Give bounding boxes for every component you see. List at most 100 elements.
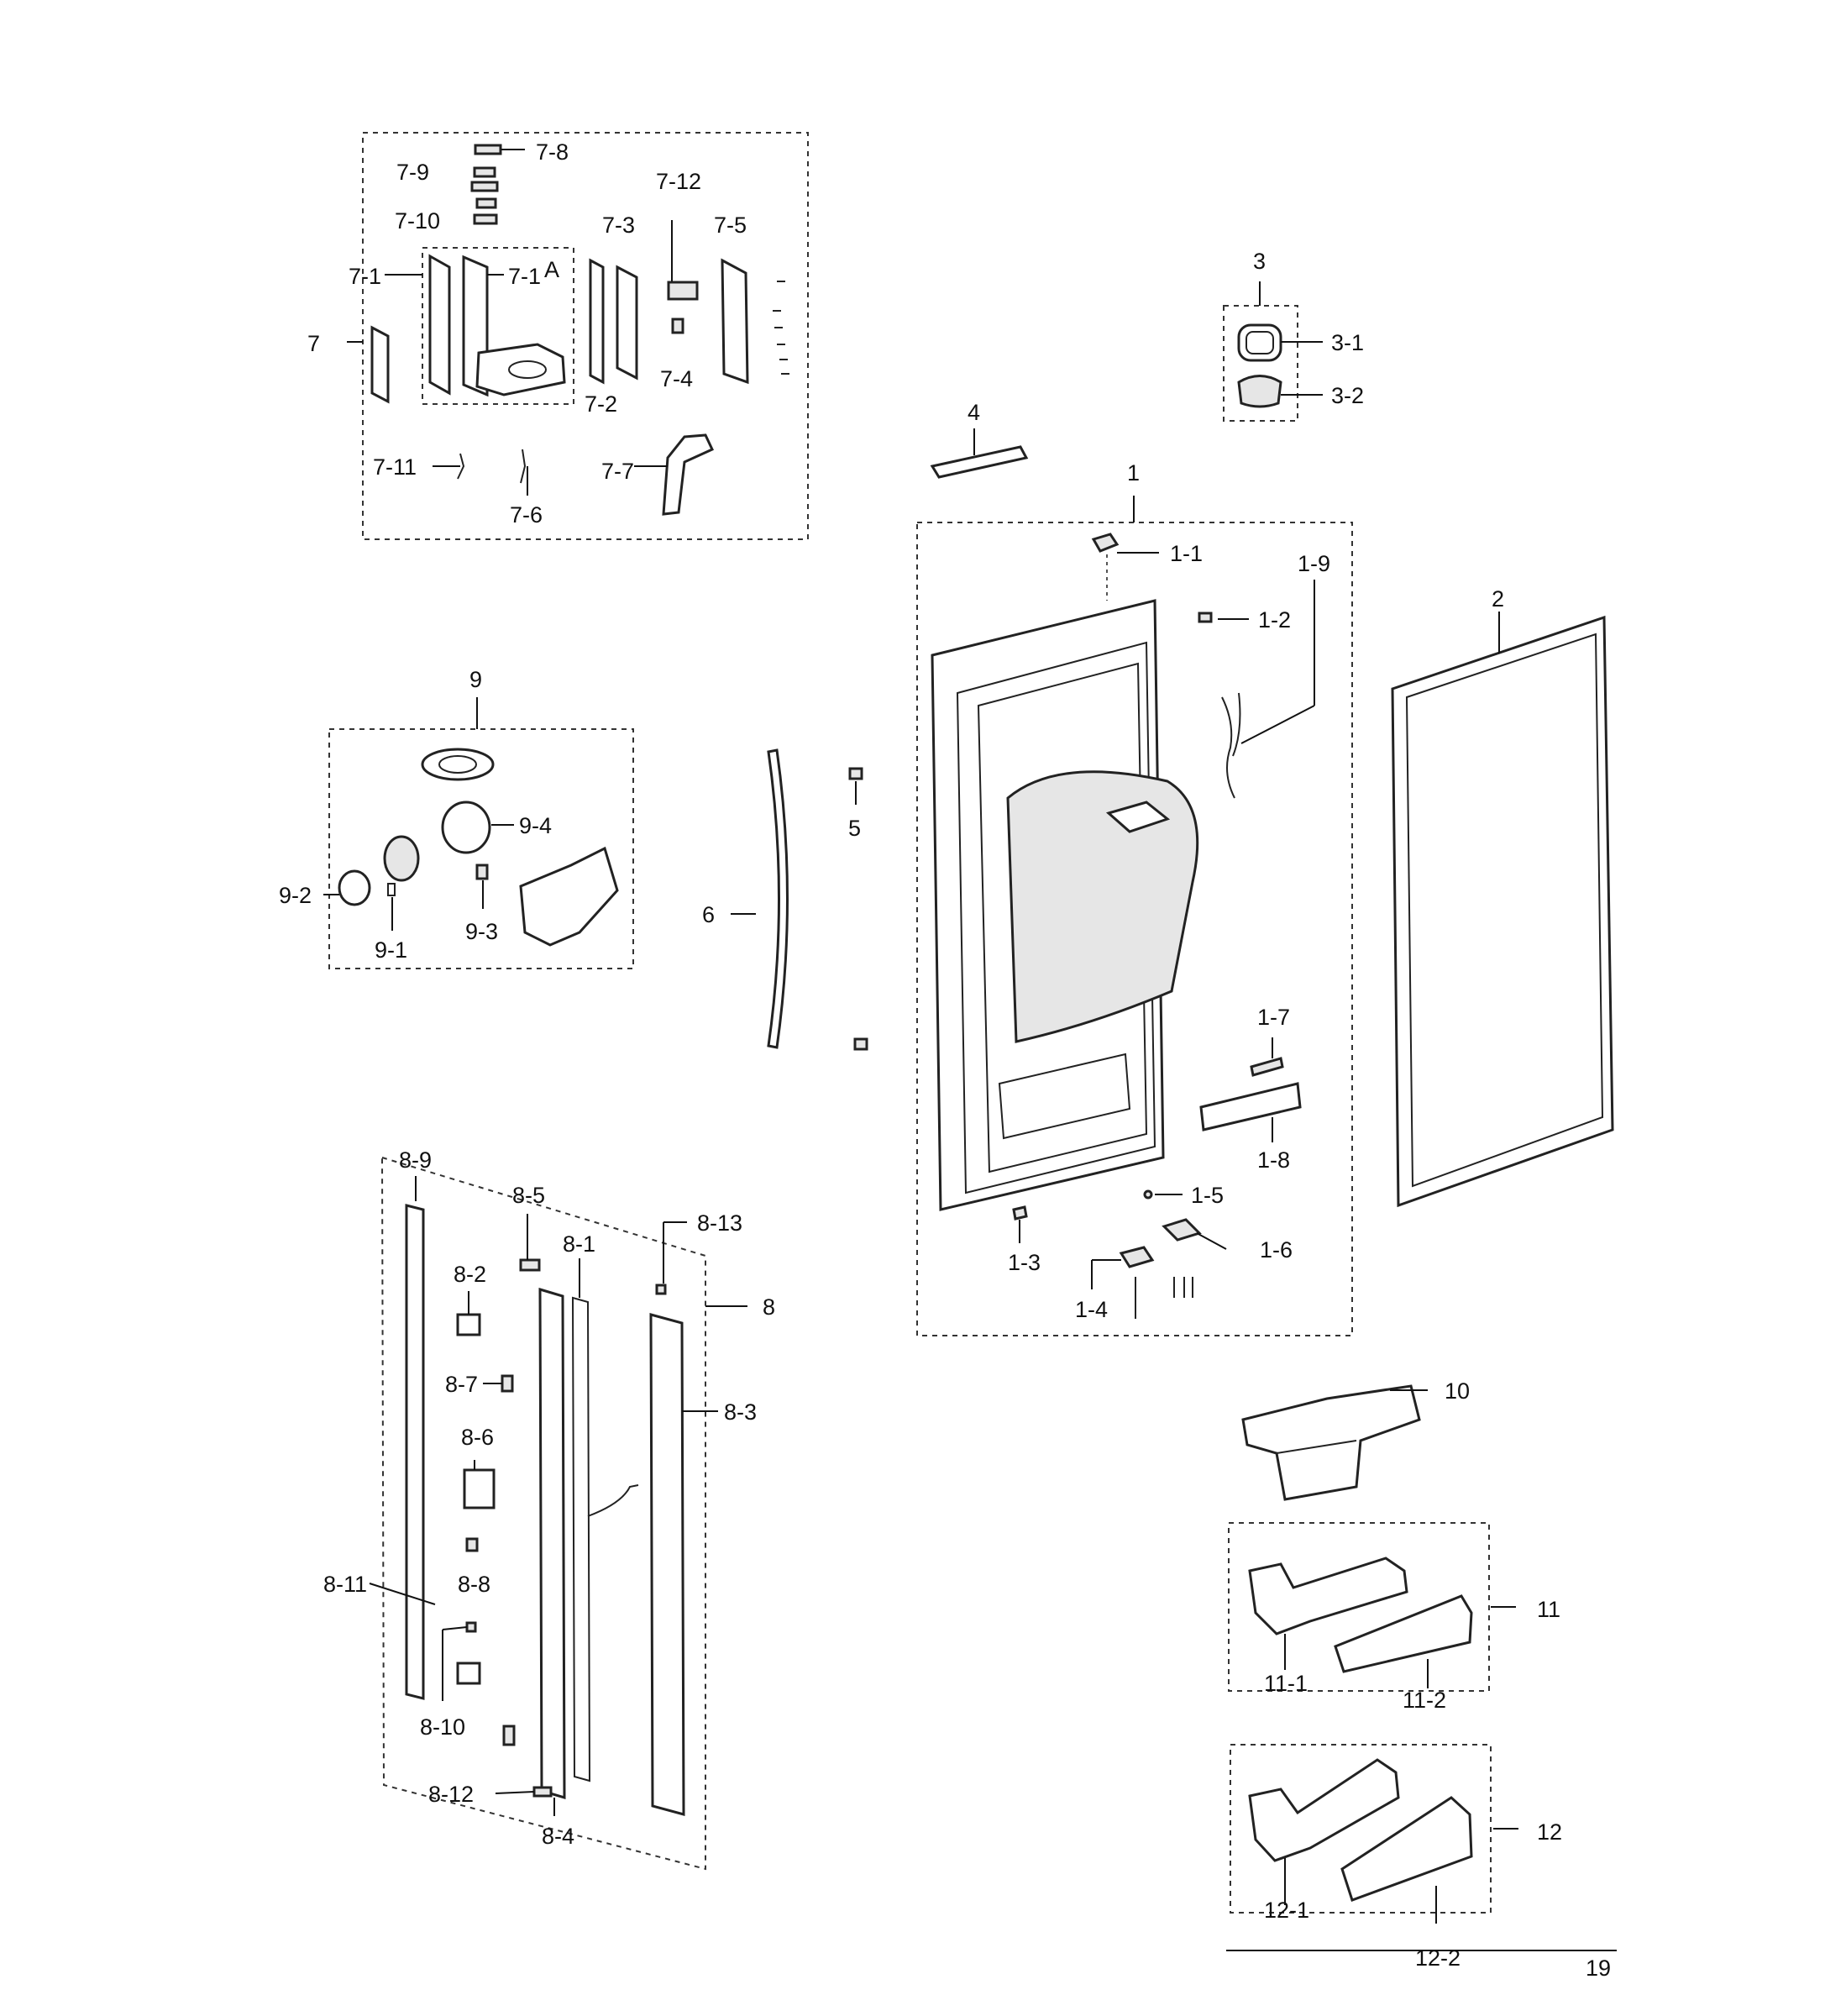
part-7-9-shape [473,166,496,178]
page-number: 19 [1586,1956,1611,1981]
group-8: 8-9 8-5 8-13 8-1 8-2 8 8-7 8-3 8-6 8-8 8… [323,1147,775,1871]
page-footer: 19 [1226,1950,1617,1981]
part-7-shape [370,325,390,404]
part-4-shape [930,445,1029,479]
label-7-1a-suffix: A [544,257,559,282]
part-7-2-shape [589,258,605,385]
label-9-4: 9-4 [519,813,552,838]
label-10: 10 [1445,1378,1470,1404]
part-8-2b-shape [456,1662,481,1685]
part-11-1-shape [1248,1557,1408,1635]
part-2-outer-shape [1391,615,1614,1208]
part-2-inner-shape [1405,633,1604,1188]
label-11: 11 [1537,1597,1560,1622]
group-10: 10 [1241,1378,1470,1501]
group-7: 7-8 7-9 7-10 7-12 7-3 7-5 7-1 7-1 A 7 7-… [307,132,809,540]
part-9-disc-shape [383,835,420,882]
label-6: 6 [702,902,715,927]
part-7-1a-hole-shape [508,360,547,379]
dispenser-chute-shape [1105,801,1171,833]
part-7-10-shape [473,213,498,225]
label-8-3: 8-3 [724,1399,757,1425]
part-9-top-shape [421,748,495,781]
part-7-1-panel-shape [428,254,451,396]
part-12-2-shape [1340,1796,1473,1902]
group-1-boundary [916,522,1353,1336]
part-1-1-shape [1091,533,1120,553]
label-7-3: 7-3 [602,213,635,238]
part-8-8-shape [465,1537,479,1552]
group-1: 1 1-1 1-2 1-9 1-7 1-8 1- [916,460,1353,1336]
label-7-4: 7-4 [660,366,693,391]
label-9-1: 9-1 [375,937,407,963]
label-7-2: 7-2 [585,391,617,417]
label-9-3: 9-3 [465,919,498,944]
group-8-boundary [380,1156,706,1871]
label-3-2: 3-2 [1331,383,1364,408]
part-9-1-shape [387,883,396,896]
part-1-2-shape [1198,612,1213,623]
part-7-9c-shape [475,197,497,209]
label-7-12: 7-12 [656,169,701,194]
part-5-top-shape [848,767,863,780]
part-3-2-shape [1237,375,1282,408]
group-9: 9 9-4 9-2 9-1 9-3 [279,667,634,969]
label-9: 9 [469,667,482,692]
part-7-4-shape [671,318,684,334]
part-8-lower-clip-shape [502,1725,516,1746]
label-7-8: 7-8 [536,139,569,165]
part-1-7-shape [1250,1057,1284,1077]
group-4: 4 [930,400,1029,479]
group-9-boundary [328,728,634,969]
label-8-7: 8-7 [445,1372,478,1397]
part-1-6-shape [1162,1218,1202,1242]
label-1-3: 1-3 [1008,1250,1041,1275]
label-7-10: 7-10 [395,208,440,234]
group-11-boundary [1228,1522,1490,1692]
part-1-3-shape [1012,1205,1028,1221]
part-5-bottom-shape [853,1037,868,1051]
label-8-2: 8-2 [454,1262,486,1287]
part-8-1-shape [571,1296,591,1782]
label-3: 3 [1253,249,1266,274]
part-8-10-shape [465,1621,477,1633]
label-2: 2 [1492,586,1504,612]
label-1-5: 1-5 [1191,1183,1224,1208]
label-7-1: 7-1 [349,264,381,289]
part-7-9b-shape [470,181,499,192]
label-8-6: 8-6 [461,1425,494,1450]
label-8: 8 [763,1294,775,1320]
part-8-1-wire-shape [587,1484,639,1517]
part-6-shape [767,748,789,1049]
group-3: 3 3-1 3-2 [1223,249,1364,422]
label-7-7: 7-7 [601,459,634,484]
dispenser-housing-shape [1006,770,1199,1043]
label-1: 1 [1127,460,1140,486]
part-7-8-shape [474,144,502,155]
part-8-6-shape [463,1468,496,1509]
part-9-housing-shape [519,846,619,947]
group-2: 2 [1391,586,1614,1208]
part-7-5-shape [721,258,749,385]
label-1-6: 1-6 [1260,1237,1293,1263]
label-1-9: 1-9 [1298,551,1330,576]
label-7-1a: 7-1 [508,264,541,289]
door-bottom-recess [998,1053,1131,1140]
label-8-11: 8-11 [323,1572,367,1597]
part-8-4-shape [538,1287,566,1800]
label-8-9: 8-9 [399,1147,432,1173]
label-11-1: 11-1 [1264,1671,1308,1696]
group-3-boundary [1223,305,1298,422]
part-8-12-shape [532,1786,553,1798]
group-12: 12 12-1 12-2 [1230,1744,1562,1971]
part-8-2-shape [456,1313,481,1336]
door-liner-line [977,662,1148,1173]
part-7-12-shape [667,281,699,301]
group-7-boundary [362,132,809,540]
part-7-3-shape [616,265,638,381]
label-7-11: 7-11 [373,454,417,480]
door-gasket-line [956,641,1156,1194]
part-3-1-shape [1237,323,1282,362]
